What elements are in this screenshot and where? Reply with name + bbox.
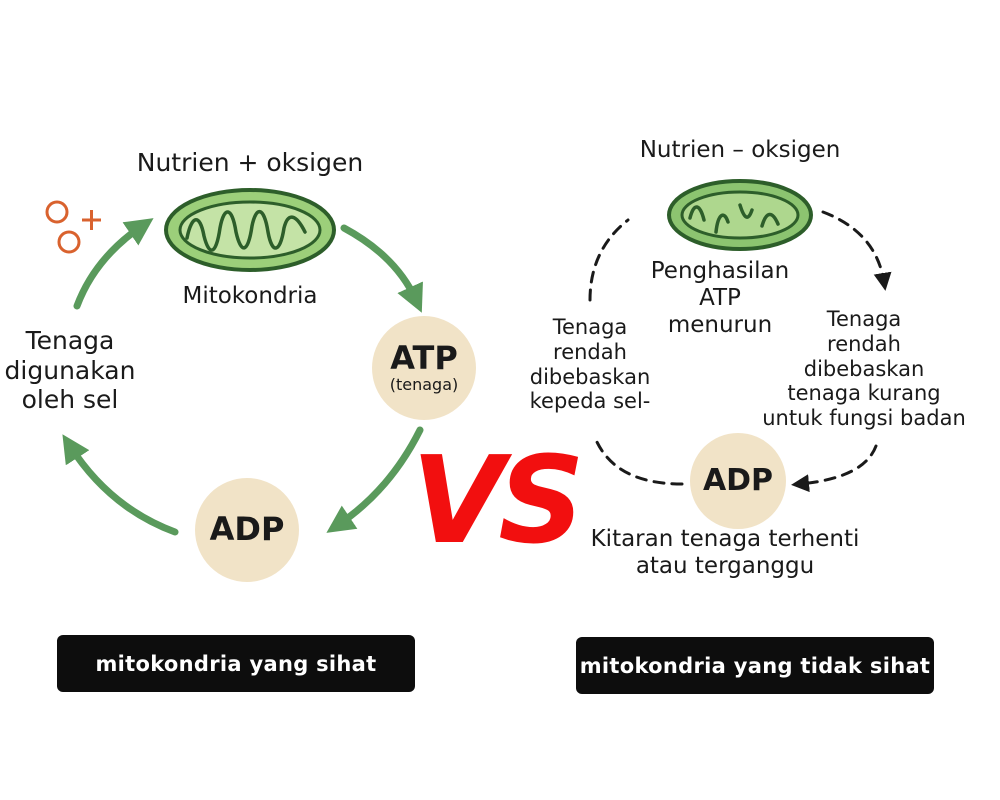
dashed-line-adp-to-left: [594, 438, 684, 486]
healthy-energy-used-label: Tenaga digunakan oleh sel: [4, 326, 136, 414]
atp-label: ATP: [390, 338, 458, 377]
dashed-arrow-mito-to-right: [821, 210, 892, 291]
adp-label-healthy: ADP: [209, 510, 285, 549]
arrow-atp-to-adp: [326, 426, 424, 533]
mitochondria-icon-healthy: [164, 188, 336, 272]
mitochondria-icon-unhealthy: [667, 179, 813, 251]
healthy-input-label: Nutrien + oksigen: [136, 148, 364, 177]
unhealthy-cycle-arrows: [588, 210, 892, 493]
low-energy-right-label: Tenaga rendah dibebaskan tenaga kurang u…: [762, 307, 966, 431]
atp-circle: ATP (tenaga): [372, 316, 476, 420]
arrow-adp-to-side: [62, 434, 179, 536]
adp-circle-healthy: ADP: [195, 478, 299, 582]
unhealthy-caption: mitokondria yang tidak sihat: [576, 637, 934, 694]
low-energy-left-label: Tenaga rendah dibebaskan kepeda sel-: [529, 315, 651, 414]
dashed-arrow-right-to-adp: [791, 444, 878, 493]
healthy-mito-label: Mitokondria: [182, 283, 318, 309]
vs-text: VS: [411, 432, 584, 571]
atp-sub-label: (tenaga): [389, 375, 459, 395]
healthy-caption: mitokondria yang sihat: [57, 635, 415, 692]
adp-circle-unhealthy: ADP: [690, 433, 786, 529]
adp-label-unhealthy: ADP: [702, 463, 774, 499]
arrow-mito-to-atp: [340, 224, 423, 313]
healthy-cycle-arrows: [62, 218, 424, 536]
arrow-side-to-mito: [73, 218, 154, 310]
atp-production-decrease-label: Penghasilan ATP menurun: [650, 258, 790, 339]
cycle-stopped-label: Kitaran tenaga terhenti atau terganggu: [590, 526, 860, 580]
oxygen-icon: [45, 200, 101, 254]
dashed-line-left-to-mito: [588, 218, 630, 302]
unhealthy-input-label: Nutrien – oksigen: [639, 137, 841, 163]
